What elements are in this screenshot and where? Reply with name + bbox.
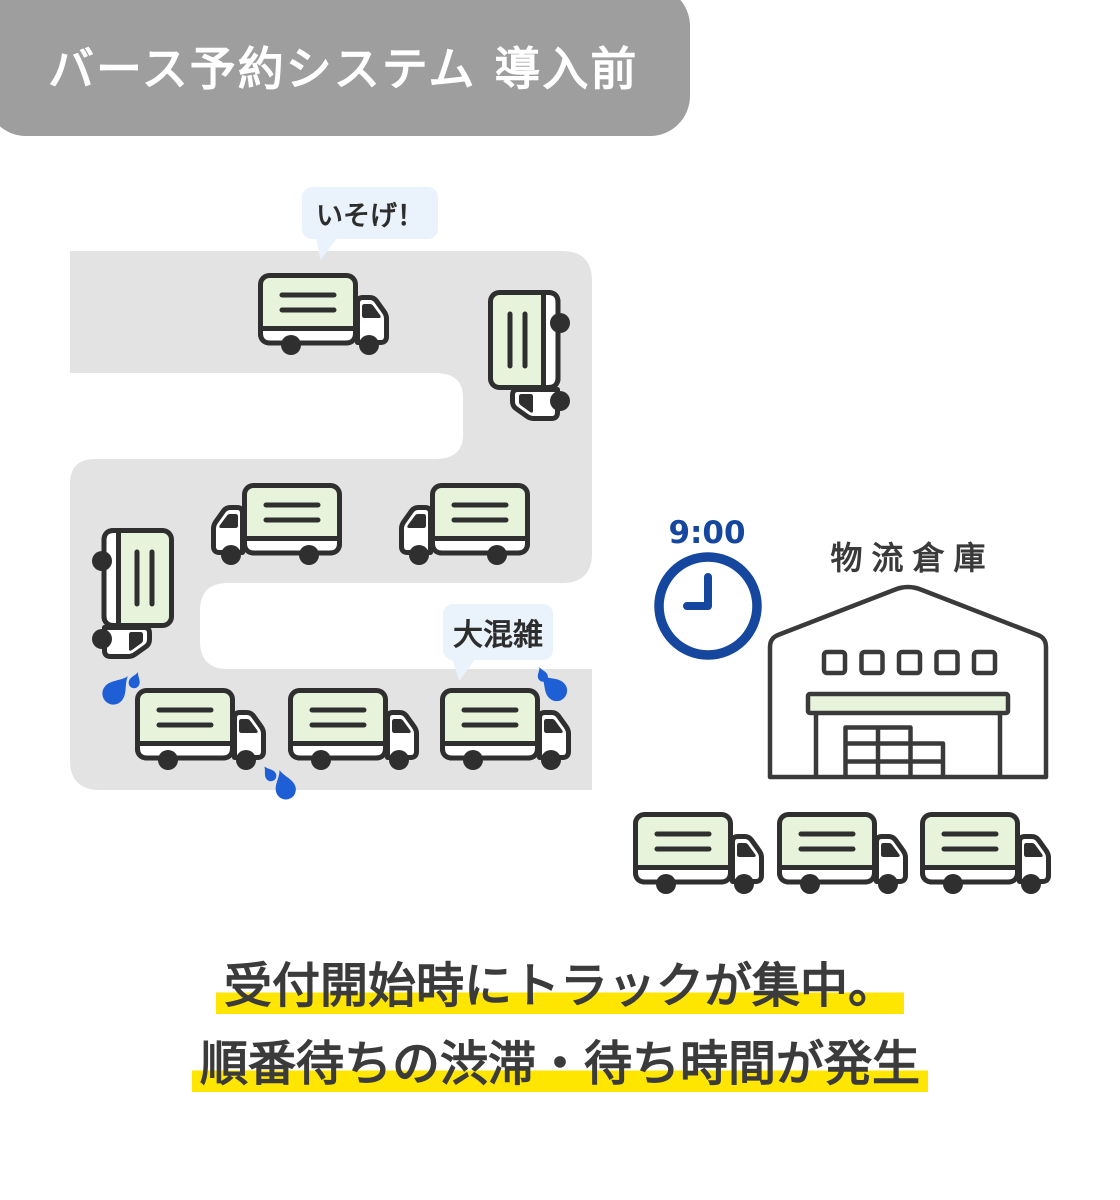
truck-icon — [636, 815, 762, 895]
caption-line-2-text: 順番待ちの渋滞・待ち時間が発生 — [191, 1036, 928, 1092]
page-title: バース予約システム 導入前 — [48, 42, 639, 96]
warehouse-icon — [767, 584, 1049, 780]
caption-line-2: 順番待ちの渋滞・待ち時間が発生 — [0, 1032, 1120, 1096]
caption-line-1: 受付開始時にトラックが集中。 — [0, 954, 1120, 1018]
warehouse-label: 物流倉庫 — [830, 539, 995, 577]
clock-icon — [654, 552, 762, 660]
clock-time-label: 9:00 — [668, 515, 746, 551]
speech-bubble-hurry: いそげ！ — [302, 187, 438, 260]
speech-bubble-congestion-text: 大混雑 — [453, 618, 543, 653]
truck-icon — [923, 815, 1049, 895]
truck-icon — [780, 815, 906, 895]
speech-bubble-hurry-text: いそげ！ — [316, 200, 424, 232]
caption-line-1-text: 受付開始時にトラックが集中。 — [215, 958, 904, 1014]
speech-bubble-congestion: 大混雑 — [443, 604, 553, 681]
title-banner: バース予約システム 導入前 — [0, 0, 690, 136]
